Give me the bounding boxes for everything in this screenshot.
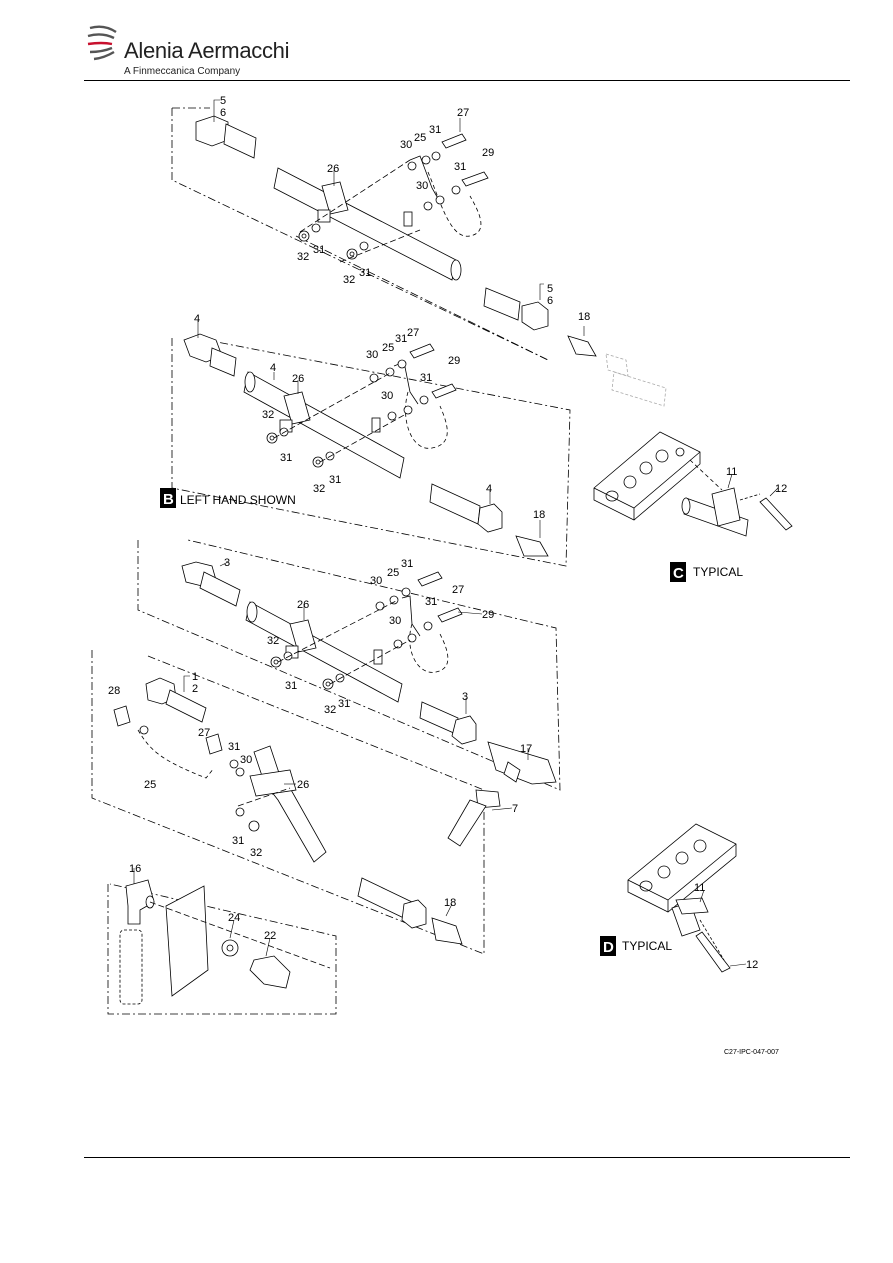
callout-label: 31	[420, 372, 432, 384]
callout-label: 31	[338, 698, 350, 710]
callout-label: 32	[313, 483, 325, 495]
callout-label: 30	[366, 349, 378, 361]
callout-label: 22	[264, 930, 276, 942]
header-rule	[84, 80, 850, 81]
callout-label: 31	[401, 558, 413, 570]
callout-label: 27	[452, 584, 464, 596]
view-caption: TYPICAL	[693, 565, 743, 579]
view-label-d: D TYPICAL	[600, 936, 672, 956]
callout-label: 31	[429, 124, 441, 136]
callout-label: 30	[240, 754, 252, 766]
callout-label: 32	[267, 635, 279, 647]
assembly-top	[171, 107, 667, 407]
callout-label: 32	[262, 409, 274, 421]
footer-rule	[84, 1157, 850, 1158]
callout-label: 32	[343, 274, 355, 286]
callout-label: 31	[329, 474, 341, 486]
callout-label: 29	[482, 609, 494, 621]
callout-label: 26	[327, 163, 339, 175]
callout-label: 31	[425, 596, 437, 608]
callout-label: 4	[270, 362, 276, 374]
callout-label: 28	[108, 685, 120, 697]
view-letter: D	[603, 939, 614, 956]
callout-label: 27	[407, 327, 419, 339]
callout-label: 12	[746, 959, 758, 971]
callout-label: 25	[414, 132, 426, 144]
callout-label: 30	[381, 390, 393, 402]
callout-label: 30	[400, 139, 412, 151]
callout-label: 17	[520, 743, 532, 755]
callout-label: 18	[578, 311, 590, 323]
company-name: Alenia Aermacchi	[124, 38, 290, 63]
callout-label: 16	[129, 863, 141, 875]
company-logo-icon	[87, 25, 117, 61]
callout-label: 5	[547, 283, 553, 295]
callout-label: 32	[297, 251, 309, 263]
callout-label: 11	[726, 466, 737, 478]
callout-label: 24	[228, 912, 240, 924]
callout-label: 18	[533, 509, 545, 521]
callout-label: 29	[448, 355, 460, 367]
company-tagline: A Finmeccanica Company	[124, 66, 241, 77]
assembly-bottom	[107, 879, 337, 1015]
callout-label: 31	[395, 333, 407, 345]
assembly-middle	[137, 539, 561, 791]
callout-label: 18	[444, 897, 456, 909]
callout-label: 4	[486, 483, 492, 495]
callout-label: 11	[694, 882, 705, 894]
callout-label: 1	[192, 671, 198, 683]
callout-label: 26	[292, 373, 304, 385]
callout-label: 31	[359, 267, 371, 279]
callout-label: 32	[324, 704, 336, 716]
callout-label: 27	[198, 727, 210, 739]
callout-label: 31	[285, 680, 297, 692]
callout-label: 7	[512, 803, 518, 815]
assembly-lower	[91, 650, 501, 955]
callout-label: 25	[382, 342, 394, 354]
callout-label: 32	[250, 847, 262, 859]
callout-label: 30	[389, 615, 401, 627]
callout-label: 3	[462, 691, 468, 703]
callout-label: 5	[220, 95, 226, 107]
callout-label: 30	[416, 180, 428, 192]
callout-label: 31	[232, 835, 244, 847]
view-label-c: C TYPICAL	[670, 562, 743, 582]
page-header: Alenia Aermacchi A Finmeccanica Company	[0, 0, 893, 82]
callout-label: 31	[228, 741, 240, 753]
callout-label: 12	[775, 483, 787, 495]
callout-label: 4	[194, 313, 200, 325]
callout-label: 2	[192, 683, 198, 695]
callout-label: 26	[297, 599, 309, 611]
callout-label: 30	[370, 575, 382, 587]
callout-label: 6	[547, 295, 553, 307]
view-caption: LEFT HAND SHOWN	[180, 493, 296, 507]
callout-label: 26	[297, 779, 309, 791]
callout-label: 31	[454, 161, 466, 173]
drawing-reference: C27-IPC-047-007	[724, 1049, 779, 1056]
callout-label: 27	[457, 107, 469, 119]
view-letter: B	[163, 491, 174, 508]
assembly-view-b	[171, 333, 571, 567]
callout-label: 31	[280, 452, 292, 464]
callout-label: 31	[313, 244, 325, 256]
callout-label: 25	[144, 779, 156, 791]
callout-labels: 5 6 27 30 25 31 29 26 31 30 32 31 32 31 …	[108, 95, 787, 971]
callout-label: 3	[224, 557, 230, 569]
callout-leaders	[133, 99, 779, 967]
view-label-b: B LEFT HAND SHOWN	[160, 488, 296, 508]
callout-label: 6	[220, 107, 226, 119]
callout-label: 29	[482, 147, 494, 159]
view-letter: C	[673, 565, 684, 582]
callout-label: 25	[387, 567, 399, 579]
view-caption: TYPICAL	[622, 939, 672, 953]
assembly-view-c	[593, 431, 793, 537]
